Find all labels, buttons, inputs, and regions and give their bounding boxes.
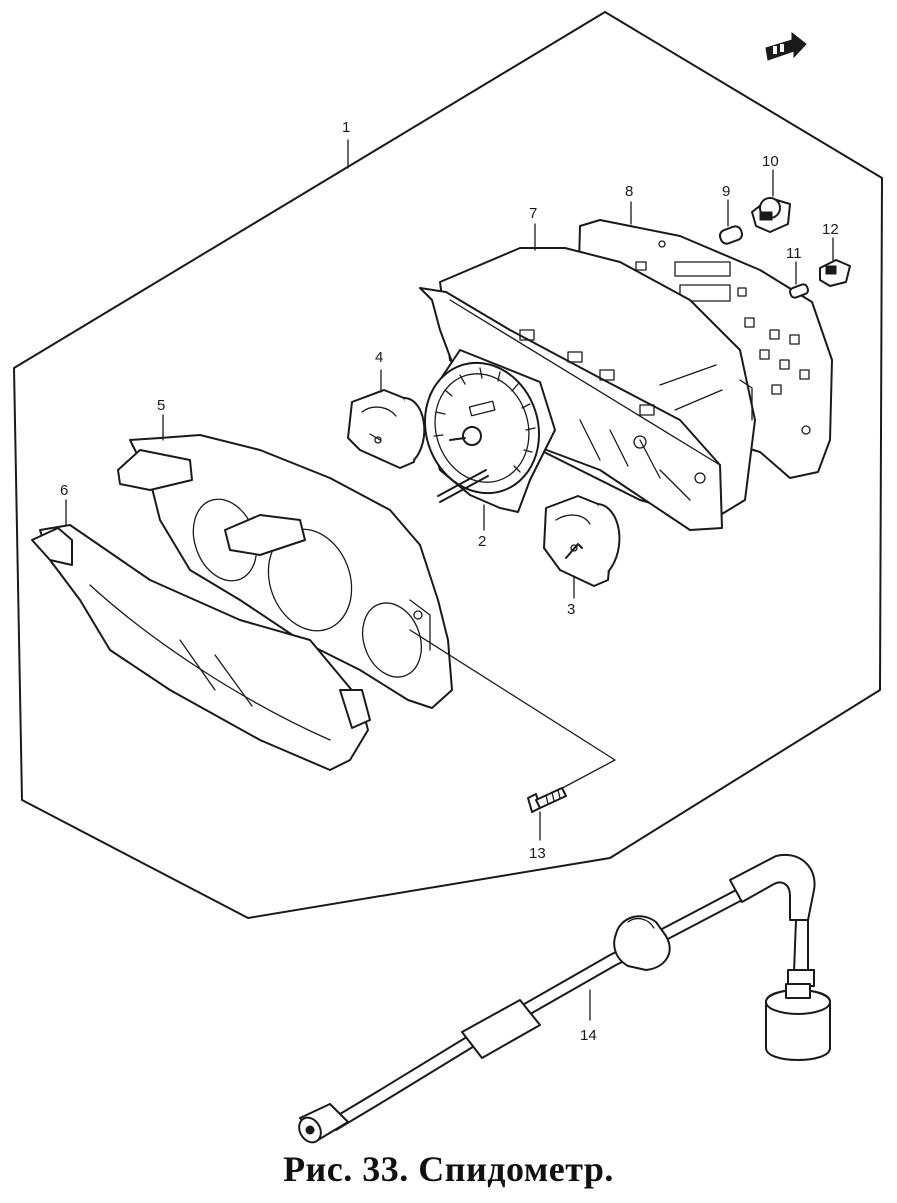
- part-3-small-gauge-lower: [543, 495, 621, 587]
- callout-13: 13: [529, 845, 546, 862]
- printed-circuit-frame: [419, 287, 723, 531]
- callout-12: 12: [822, 221, 839, 238]
- figure-caption: Рис. 33. Спидометр.: [283, 1149, 614, 1189]
- part-2-speedometer-dial: [423, 349, 556, 513]
- part-10-bulb-socket: [751, 197, 791, 233]
- callout-1: 1: [342, 119, 350, 136]
- callout-6: 6: [60, 482, 68, 499]
- part-5-meter-hood: [117, 434, 453, 709]
- part-13-screw: [527, 787, 567, 813]
- part-11-small-bulb: [788, 283, 810, 299]
- callout-11: 11: [786, 245, 802, 262]
- callout-14: 14: [580, 1027, 597, 1044]
- front-direction-arrow-icon: [765, 31, 807, 61]
- callout-4: 4: [375, 349, 383, 366]
- screw-guide-line: [409, 629, 616, 801]
- callout-9: 9: [722, 183, 730, 200]
- part-6-meter-visor: [31, 524, 371, 771]
- callout-8: 8: [625, 183, 633, 200]
- assembly-boundary-frame: [13, 11, 883, 919]
- callout-3: 3: [567, 601, 575, 618]
- callout-5: 5: [157, 397, 165, 414]
- part-9-bulb: [718, 225, 744, 245]
- part-14-speedometer-cable: [298, 853, 831, 1144]
- callout-7: 7: [529, 205, 537, 222]
- part-12-small-socket: [819, 259, 851, 287]
- part-4-small-gauge-upper: [347, 389, 426, 469]
- callout-2: 2: [478, 533, 486, 550]
- callout-10: 10: [762, 153, 779, 170]
